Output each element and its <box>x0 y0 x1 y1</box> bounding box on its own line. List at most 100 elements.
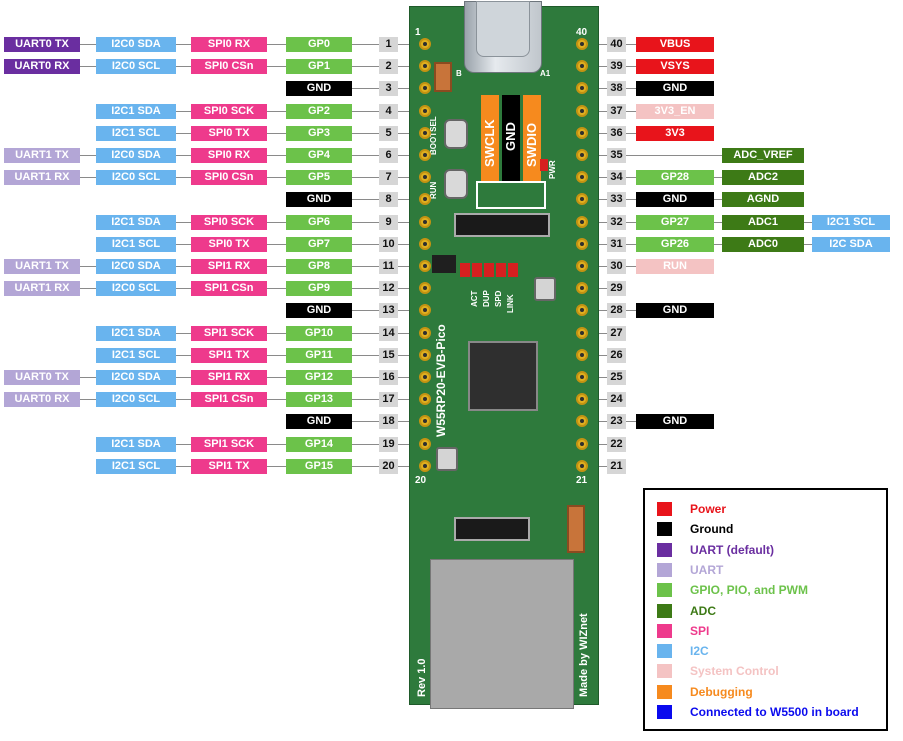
bootsel-button <box>444 119 468 149</box>
pin-pad-left <box>419 193 431 206</box>
uart-label: UART0 TX <box>4 37 80 52</box>
i2c-label: I2C0 SCL <box>96 170 176 186</box>
pin-number: 34 <box>607 170 626 186</box>
spi-label: SPI0 RX <box>191 37 267 52</box>
connector-line <box>352 421 379 422</box>
pin-pad-left <box>419 371 431 383</box>
gpio-label: GP2 <box>286 103 352 119</box>
pin-number: 2 <box>379 59 398 75</box>
legend-swatch <box>657 623 672 638</box>
spi-label: SPI1 TX <box>191 347 267 363</box>
pin-number: 7 <box>379 170 398 186</box>
legend-swatch <box>657 562 672 577</box>
pin-number: 10 <box>379 236 398 252</box>
pin-number: 38 <box>607 81 626 97</box>
pin-number: 19 <box>379 436 398 452</box>
spi-label: SPI0 RX <box>191 148 267 163</box>
pin-pad-left <box>419 104 431 117</box>
pin-pad-left <box>419 126 431 139</box>
spi-label: SPI1 SCK <box>191 325 267 341</box>
pin-pad-left <box>419 260 431 272</box>
i2c-label: I2C0 SCL <box>96 59 176 75</box>
pin-number: 4 <box>379 103 398 119</box>
pin-pad-right <box>576 104 588 117</box>
pin-pad-right <box>576 415 588 428</box>
spi-label: SPI1 TX <box>191 458 267 474</box>
gpio-label: GP10 <box>286 325 352 341</box>
gpio-label: GP3 <box>286 125 352 141</box>
rev-silk: Rev 1.0 <box>416 658 428 697</box>
pin-number: 23 <box>607 414 626 430</box>
pin-number: 3 <box>379 81 398 97</box>
legend-item: UART (default) <box>657 542 882 558</box>
gpio-label: GP11 <box>286 347 352 363</box>
corner-number-1: 1 <box>415 27 421 38</box>
pin-number: 37 <box>607 103 626 119</box>
pin-pad-left <box>419 326 431 339</box>
pin-pad-left <box>419 348 431 361</box>
pin-pad-right <box>576 82 588 95</box>
i2c-label: I2C0 SDA <box>96 37 176 52</box>
pin-pad-right <box>576 215 588 228</box>
gnd-label: GND <box>286 303 352 319</box>
pin-pad-right <box>576 237 588 250</box>
gpio-label: GP0 <box>286 37 352 52</box>
uart-label: UART0 RX <box>4 392 80 408</box>
i2c-label: I2C0 SDA <box>96 148 176 163</box>
pin-pad-right <box>576 371 588 383</box>
pin-pad-left <box>419 415 431 428</box>
gpio-label: GP27 <box>636 214 714 230</box>
pin-pad-right <box>576 60 588 73</box>
legend-item: UART <box>657 562 882 578</box>
legend-swatch <box>657 542 672 557</box>
legend-swatch <box>657 603 672 618</box>
connector-line <box>352 88 379 89</box>
pin-number: 13 <box>379 303 398 319</box>
gpio-label: GP15 <box>286 458 352 474</box>
uart-label: UART1 RX <box>4 170 80 186</box>
gpio-label: GP4 <box>286 148 352 163</box>
pin-number: 16 <box>379 370 398 385</box>
pin-pad-left <box>419 393 431 406</box>
small-chip <box>432 255 456 273</box>
power-label: 3V3 <box>636 125 714 141</box>
pin-pad-right <box>576 304 588 317</box>
pin-number: 12 <box>379 281 398 297</box>
i2c-label: I2C1 SDA <box>96 325 176 341</box>
gpio-label: GP28 <box>636 170 714 186</box>
power-label: VSYS <box>636 59 714 75</box>
pin-number: 31 <box>607 236 626 252</box>
gnd-label: GND <box>636 303 714 319</box>
system-label: RUN <box>636 259 714 274</box>
pin-pad-left <box>419 60 431 73</box>
pin-number: 26 <box>607 347 626 363</box>
gnd-label: GND <box>286 414 352 430</box>
uart-label: UART0 TX <box>4 370 80 385</box>
usb-opening <box>476 1 530 57</box>
connector-line <box>352 199 379 200</box>
pin-pad-right <box>576 393 588 406</box>
gpio-label: GP13 <box>286 392 352 408</box>
pin-number: 30 <box>607 259 626 274</box>
legend-item: Connected to W5500 in board <box>657 704 882 720</box>
pin-number: 14 <box>379 325 398 341</box>
status-leds <box>460 263 518 277</box>
pin-number: 21 <box>607 458 626 474</box>
pcb-board: B A1 1 40 20 21 BOOTSEL RUN SWCLK GND SW… <box>409 1 599 709</box>
pin-pad-right <box>576 149 588 161</box>
spi-label: SPI0 SCK <box>191 103 267 119</box>
pin-pad-right <box>576 459 588 472</box>
legend-label: UART (default) <box>690 542 774 557</box>
pin-number: 36 <box>607 125 626 141</box>
debug-label-swdio <box>523 95 541 181</box>
spi-label: SPI1 RX <box>191 370 267 385</box>
adc-label: ADC1 <box>722 214 804 230</box>
pin-number: 24 <box>607 392 626 408</box>
legend-label: System Control <box>690 664 779 679</box>
led-act-silk: ACT <box>470 290 479 307</box>
pin-number: 28 <box>607 303 626 319</box>
legend-item: I2C <box>657 643 882 659</box>
pin-pad-left <box>419 437 431 450</box>
pwr-led <box>540 159 548 171</box>
uart-label: UART0 RX <box>4 59 80 75</box>
